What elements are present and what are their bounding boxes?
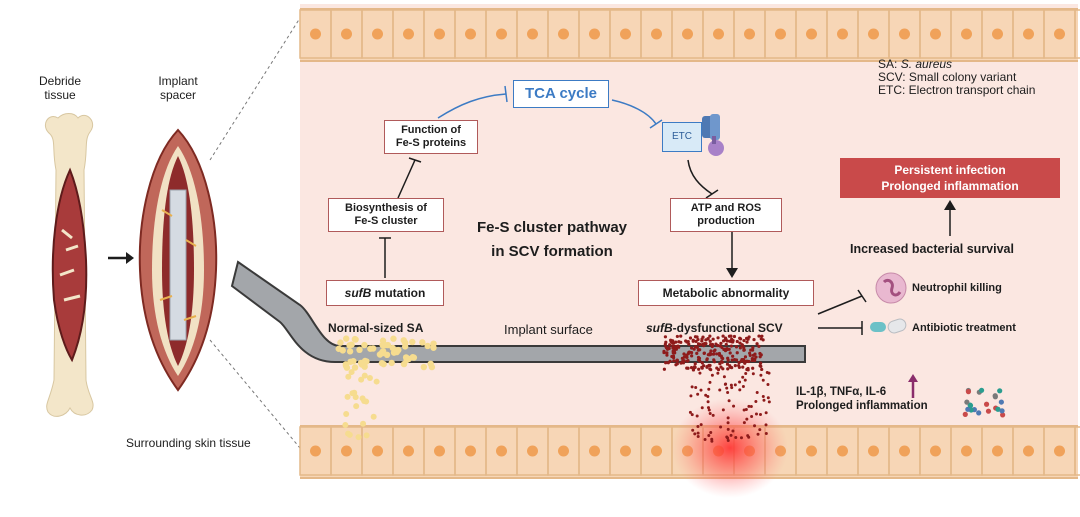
pathway-title: Fe-S cluster pathway in SCV formation bbox=[476, 219, 628, 260]
legend-etc: ETC: Electron transport chain bbox=[878, 83, 1036, 97]
sufb-mutation-suffix: mutation bbox=[371, 286, 426, 300]
antibiotic-pill-icon bbox=[870, 318, 907, 334]
legend-sa: SA: S. aureus bbox=[878, 58, 1035, 71]
normal-sa-dots bbox=[335, 335, 437, 441]
neutrophil-label: Neutrophil killing bbox=[912, 282, 1002, 294]
legend-sa-prefix: SA: bbox=[878, 57, 901, 71]
scv-gene-italic: sufB bbox=[646, 321, 673, 335]
debride-label: Debride tissue bbox=[38, 74, 82, 102]
sufb-gene-italic: sufB bbox=[344, 286, 372, 300]
prolonged-inflammation-label: Prolonged inflammation bbox=[796, 400, 928, 412]
debrided-bone-illustration bbox=[45, 113, 94, 417]
etc-complex-icon bbox=[702, 114, 724, 156]
increased-survival-label: Increased bacterial survival bbox=[850, 242, 1014, 256]
implant-bar bbox=[230, 260, 806, 363]
legend-scv: SCV: Small colony variant bbox=[878, 70, 1017, 84]
surrounding-tissue-label: Surrounding skin tissue bbox=[126, 436, 251, 450]
implant-surface-label: Implant surface bbox=[504, 322, 593, 337]
tissue-panel bbox=[300, 4, 1078, 466]
biosynthesis-box: Biosynthesis of Fe-S cluster bbox=[328, 198, 444, 232]
sufb-mutation-box: sufB mutation bbox=[326, 280, 444, 306]
implant-label: Implant spacer bbox=[158, 74, 198, 102]
tca-cycle-box: TCA cycle bbox=[513, 80, 609, 108]
metabolic-box: Metabolic abnormality bbox=[638, 280, 814, 306]
inflammation-glow bbox=[672, 398, 788, 498]
atp-ros-box: ATP and ROS production bbox=[670, 198, 782, 232]
left-illustrations bbox=[45, 17, 300, 449]
scv-dots bbox=[662, 334, 771, 443]
function-box: Function of Fe-S proteins bbox=[384, 120, 478, 154]
scv-suffix: -dysfunctional SCV bbox=[672, 321, 783, 335]
legend-sa-italic: S. aureus bbox=[900, 57, 953, 71]
scv-label: sufB-dysfunctional SCV bbox=[646, 321, 783, 335]
neutrophil-icon bbox=[875, 272, 907, 304]
antibiotic-label: Antibiotic treatment bbox=[912, 322, 1016, 334]
persistent-infection-box: Persistent infection Prolonged inflammat… bbox=[840, 158, 1060, 198]
implant-spacer-illustration bbox=[138, 128, 218, 392]
cytokines-label: IL-1β, TNFα, IL-6 bbox=[796, 386, 887, 398]
abbrev-legend: SA: S. aureus SCV: Small colony variant … bbox=[878, 58, 1035, 97]
normal-sa-label: Normal-sized SA bbox=[328, 321, 424, 335]
etc-box: ETC bbox=[662, 122, 702, 152]
cytokine-dots bbox=[962, 387, 1006, 418]
